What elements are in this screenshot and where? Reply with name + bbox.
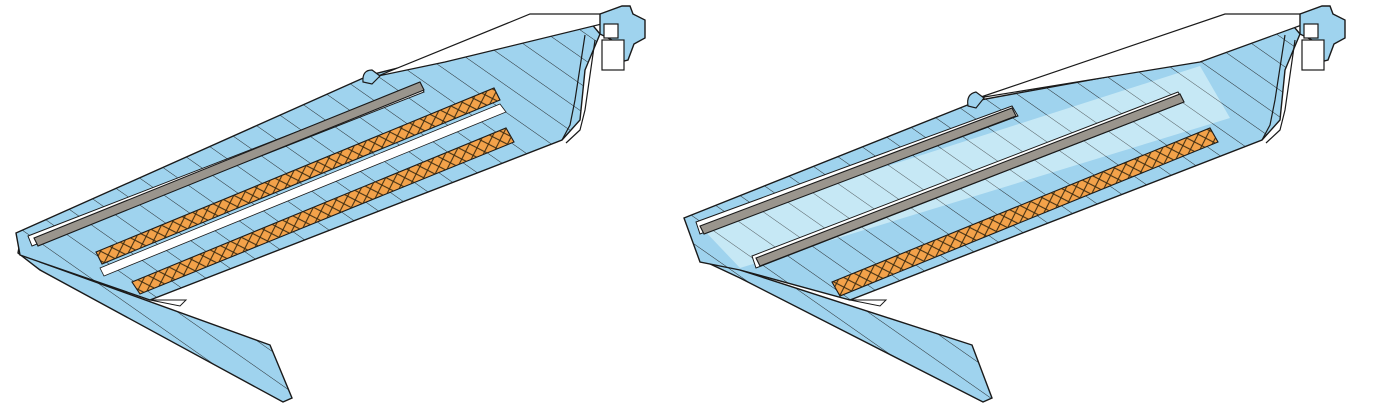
end-block <box>1301 39 1325 71</box>
clip-profile <box>362 69 381 85</box>
air-gap-1 <box>99 103 507 277</box>
end-profile <box>599 5 646 65</box>
collector-section-right <box>683 5 1346 403</box>
end-profile <box>1299 5 1346 65</box>
absorber-plate-2 <box>755 93 1185 267</box>
end-block <box>601 39 625 71</box>
clip-profile <box>967 91 985 109</box>
collector-section-left <box>15 5 646 403</box>
absorber-plate <box>33 81 425 247</box>
absorber-plate-1 <box>699 107 1017 235</box>
